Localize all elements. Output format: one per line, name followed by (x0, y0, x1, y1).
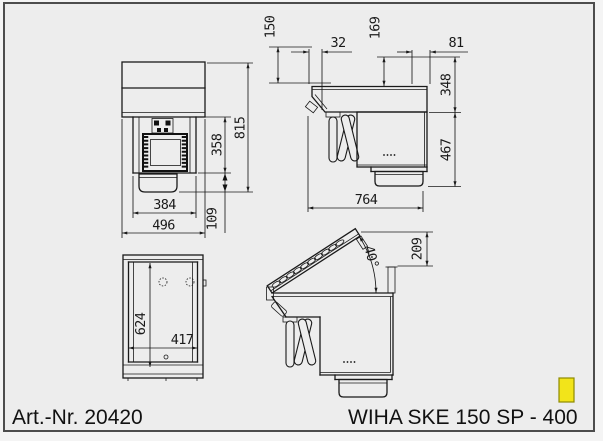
dim-closed-upper-height: 348 (439, 73, 455, 96)
closed-vent-dots (383, 154, 396, 156)
top-drain-hole (163, 354, 169, 360)
title-block: Art.-Nr. 20420 WIHA SKE 150 SP - 400 (12, 377, 578, 429)
top-view: 624 417 (122, 254, 207, 381)
product-name-label: WIHA SKE 150 SP - 400 (348, 406, 578, 429)
front-foot (138, 173, 178, 193)
dim-front-inner-width: 384 (153, 197, 176, 213)
top-hole-right (185, 277, 195, 287)
open-lid (266, 227, 361, 294)
top-dimensions: 624 417 (128, 262, 198, 368)
closed-spring (328, 114, 360, 163)
dim-closed-lid-offset: 169 (368, 16, 384, 39)
dim-top-inner-width: 417 (171, 332, 194, 348)
dim-front-outer-width: 496 (152, 218, 175, 234)
dim-front-total-height: 815 (233, 116, 249, 139)
open-dimensions: 40° 209 (358, 231, 433, 294)
sheet-border (3, 2, 595, 432)
top-outer-body (122, 254, 204, 379)
art-number-label: Art.-Nr. 20420 (12, 406, 143, 429)
open-spring (285, 318, 317, 368)
dim-closed-rear-offset: 81 (448, 35, 464, 51)
front-sieve-box (142, 133, 188, 172)
color-highlight-badge (558, 377, 575, 403)
side-view-open: 40° 209 (266, 227, 433, 398)
open-foot (338, 378, 388, 398)
dim-front-body-height: 358 (210, 133, 226, 156)
closed-dimensions: 150 32 169 81 348 467 764 (263, 15, 468, 212)
side-view-closed: 150 32 169 81 348 467 764 (263, 15, 468, 212)
dim-top-inner-depth: 624 (133, 312, 149, 335)
open-front-bracket (266, 286, 274, 301)
top-hole-left (158, 277, 168, 287)
front-machine-outline (121, 61, 206, 193)
closed-foot (374, 170, 424, 187)
dim-closed-top-height: 150 (263, 15, 279, 38)
dim-open-rise: 209 (410, 237, 426, 260)
dim-front-foot-height: 109 (205, 207, 221, 230)
closed-front-bracket (304, 100, 319, 114)
dim-closed-total-depth: 764 (355, 192, 378, 208)
closed-machine-outline (304, 85, 428, 187)
open-lid-slots (271, 239, 345, 288)
closed-body (356, 111, 428, 168)
dim-open-angle: 40° (360, 244, 381, 270)
top-hinge-nub (202, 279, 207, 287)
top-machine-outline (122, 254, 207, 381)
dim-closed-lip-width: 32 (330, 35, 345, 51)
dim-closed-lower-height: 467 (439, 138, 455, 161)
front-hood (121, 61, 206, 118)
front-dimensions: 358 815 109 384 496 (121, 62, 253, 238)
open-angle-arc (358, 236, 378, 294)
open-vent-dots (343, 361, 356, 363)
front-view: 358 815 109 384 496 (121, 61, 253, 238)
open-machine-outline (266, 227, 398, 398)
